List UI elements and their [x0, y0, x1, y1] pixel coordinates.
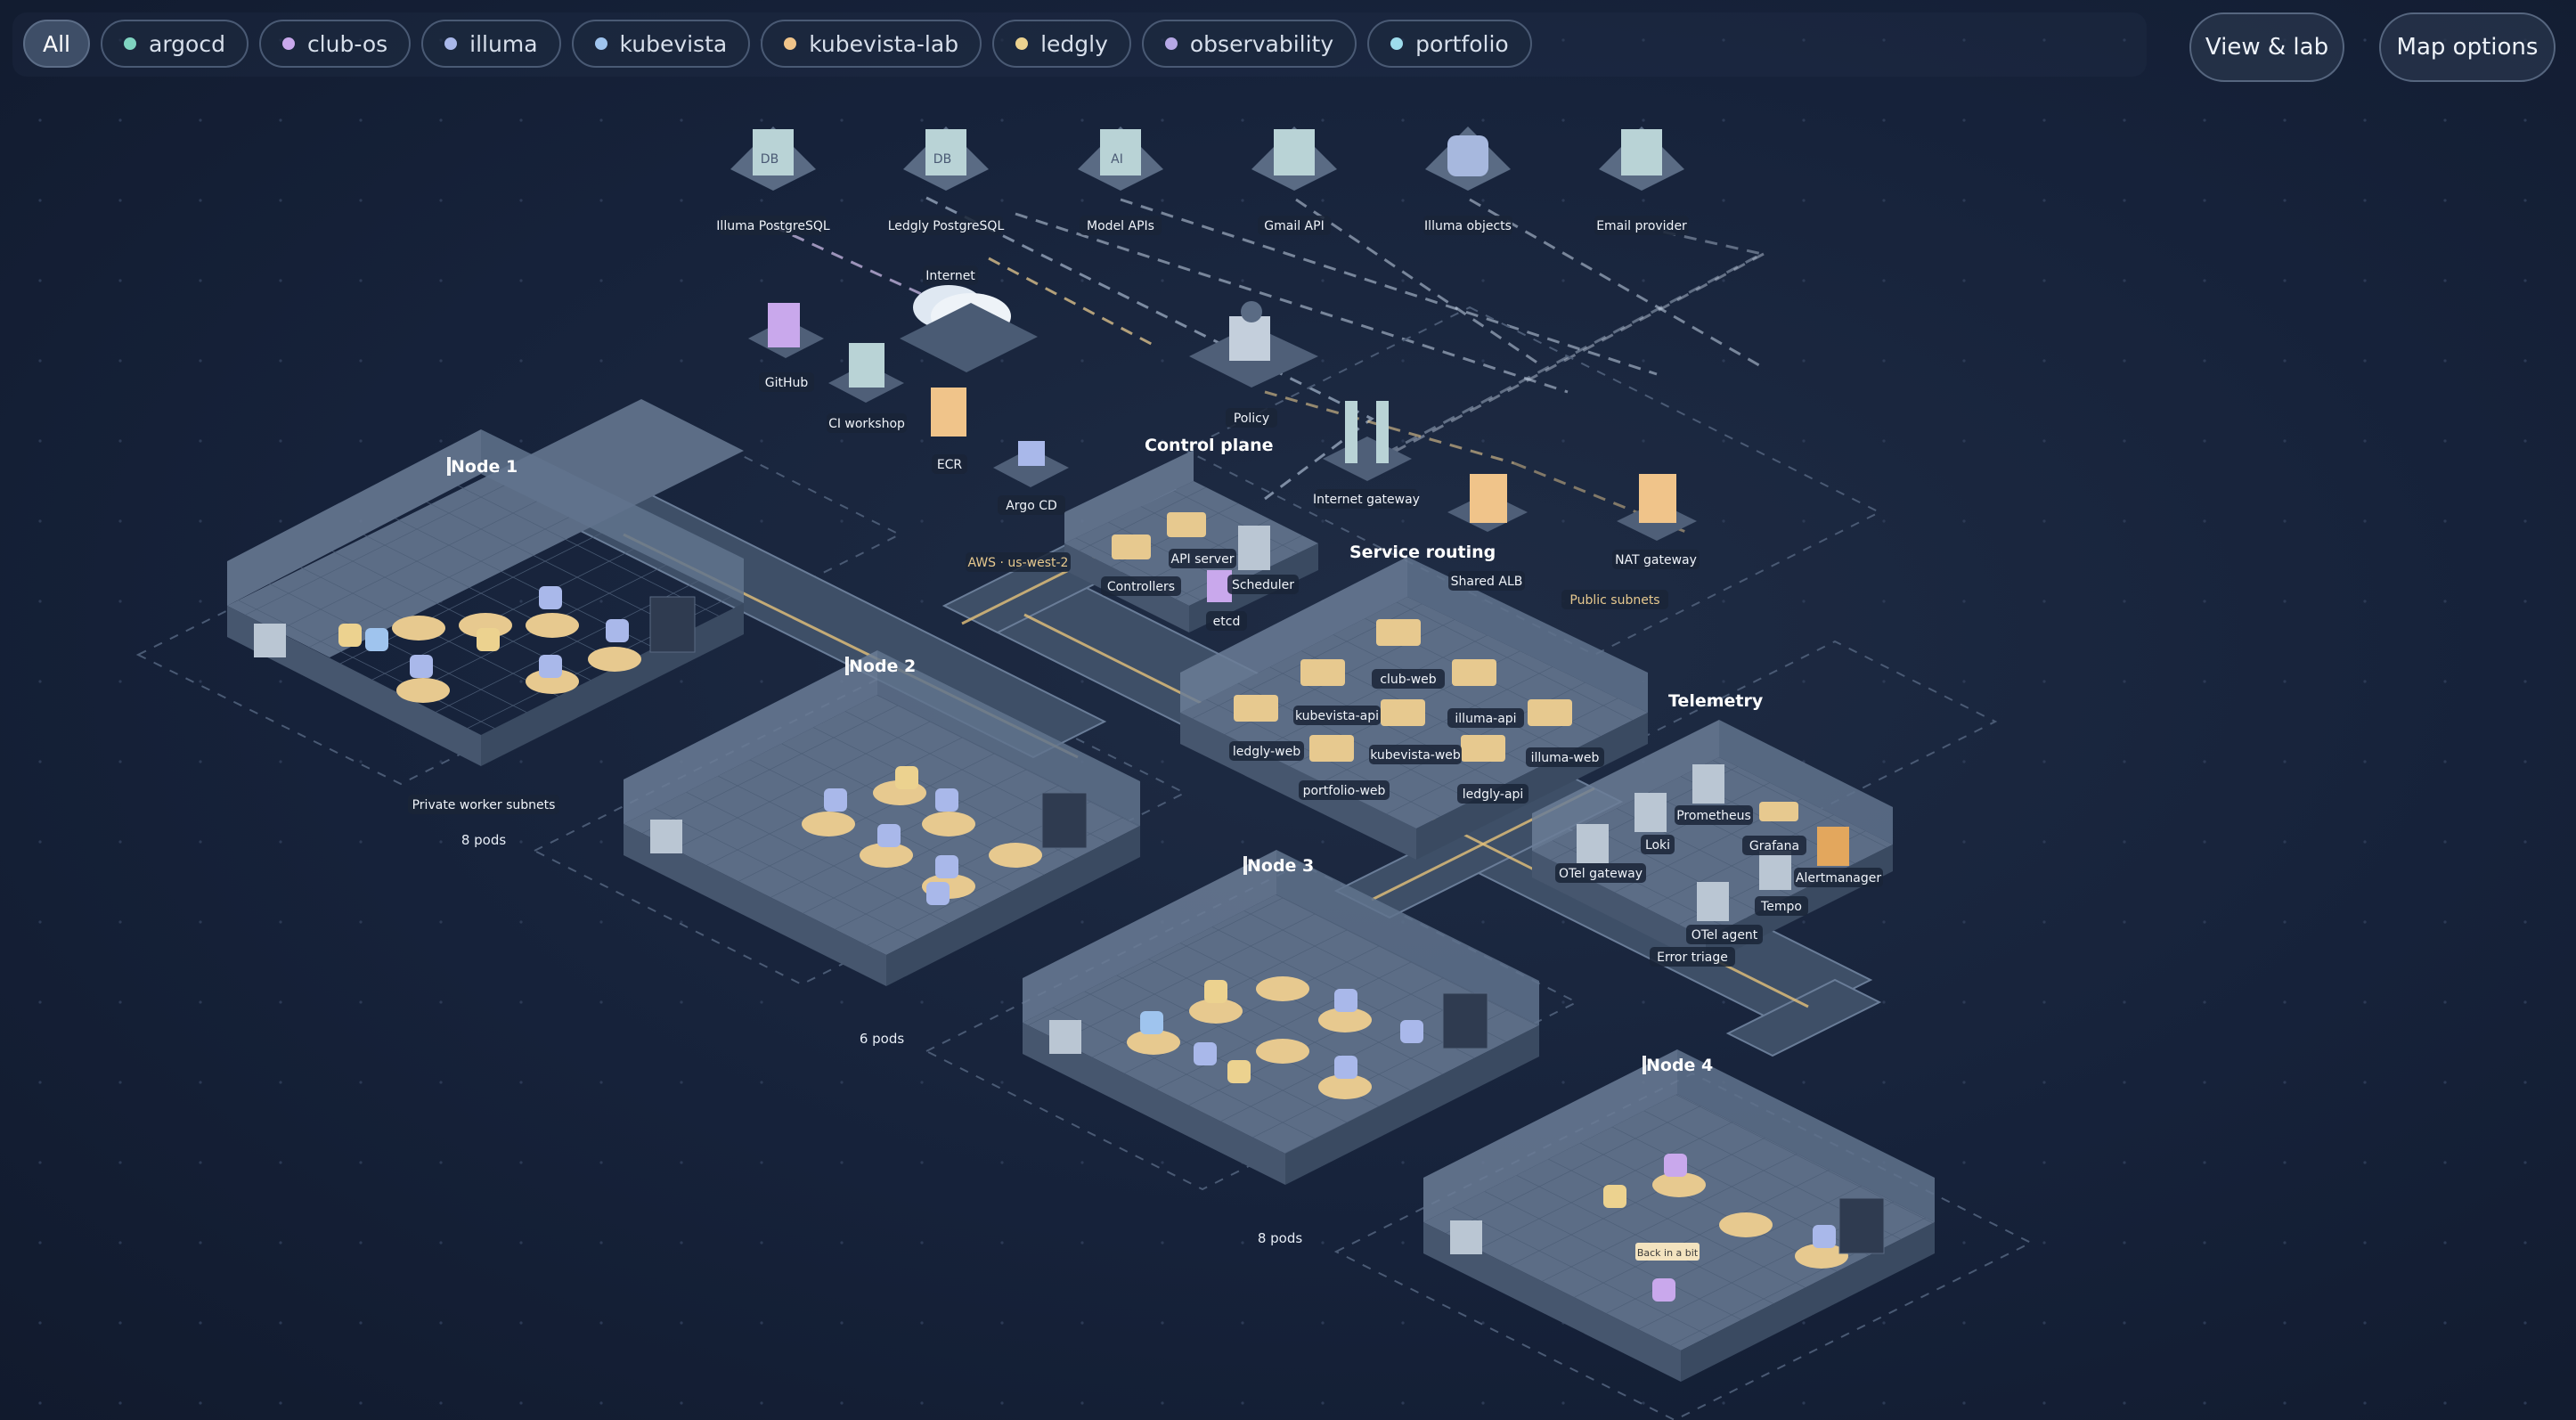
service-desks	[1234, 619, 1572, 762]
filter-portfolio[interactable]: portfolio	[1367, 20, 1532, 68]
node-1-pods	[254, 586, 696, 703]
otel-agent-label: OTel agent	[1692, 928, 1758, 943]
filter-kubevista-lab[interactable]: kubevista-lab	[761, 20, 982, 68]
service-ledgly-web: ledgly-web	[1233, 745, 1300, 759]
public-subnets-label: Public subnets	[1569, 593, 1659, 608]
service-ledgly-api: ledgly-api	[1463, 788, 1524, 802]
node-3-pods-count: 8 pods	[1258, 1230, 1303, 1246]
service-routing-title: Service routing	[1349, 543, 1496, 562]
icon-glyphs: DB DB AI	[761, 152, 1123, 167]
nat-gateway-label: NAT gateway	[1615, 553, 1697, 567]
view-lab-button[interactable]: View & lab	[2189, 12, 2344, 82]
illuma-dot	[444, 37, 458, 50]
node-2-pods-count: 6 pods	[860, 1031, 905, 1047]
map-options-button[interactable]: Map options	[2379, 12, 2556, 82]
illuma-postgresql-label: Illuma PostgreSQL	[716, 219, 830, 233]
telemetry-title: Telemetry	[1668, 691, 1764, 711]
node-2-pods	[650, 766, 1088, 905]
argocd-dot	[124, 37, 136, 50]
filter-argocd[interactable]: argocd	[101, 20, 249, 68]
node-title-bars	[447, 457, 1646, 1074]
node-1-title: Node 1	[451, 457, 518, 477]
ledgly-postgresql-label: Ledgly PostgreSQL	[888, 219, 1005, 233]
filter-kubevista[interactable]: kubevista	[571, 20, 751, 68]
policy-label: Policy	[1234, 412, 1269, 426]
control-plane-objects	[1112, 512, 1270, 602]
filter-observability[interactable]: observability	[1141, 20, 1357, 68]
model-apis-label: Model APIs	[1087, 219, 1154, 233]
otel-gateway-label: OTel gateway	[1559, 867, 1643, 881]
grafana-label: Grafana	[1749, 839, 1799, 853]
status-tooltip: Back in a bit	[1637, 1247, 1699, 1259]
telemetry-objects	[1577, 764, 1849, 921]
filter-all[interactable]: All	[23, 20, 90, 68]
private-subnets-label: Private worker subnets	[412, 798, 556, 812]
controllers-label: Controllers	[1107, 580, 1175, 594]
gmail-api-label: Gmail API	[1264, 219, 1324, 233]
external-service-icons	[730, 126, 1684, 191]
node-1-pods-count: 8 pods	[461, 832, 507, 848]
shared-alb-label: Shared ALB	[1451, 575, 1523, 589]
ci-workshop-label: CI workshop	[828, 417, 905, 431]
node-3-pods	[1049, 976, 1488, 1099]
node-3-room	[1023, 850, 1539, 1185]
observability-dot	[1164, 37, 1178, 50]
control-plane-title: Control plane	[1145, 436, 1274, 455]
node-4-pods	[1450, 1154, 1885, 1302]
service-illuma-web: illuma-web	[1531, 751, 1600, 765]
email-provider-label: Email provider	[1596, 219, 1687, 233]
aws-region-label: AWS · us-west-2	[968, 556, 1069, 570]
illuma-objects-label: Illuma objects	[1424, 219, 1512, 233]
ecr-label: ECR	[937, 458, 963, 472]
filter-club-os[interactable]: club-os	[258, 20, 412, 68]
service-kubevista-api: kubevista-api	[1295, 709, 1379, 723]
ledgly-dot	[1015, 37, 1029, 50]
kubevista-lab-dot	[784, 37, 797, 50]
error-triage-label: Error triage	[1657, 951, 1728, 965]
argo-cd-label: Argo CD	[1006, 499, 1057, 513]
kubevista-dot	[594, 37, 607, 50]
project-filter-chips: All argocd club-os illuma kubevista kube…	[23, 20, 1532, 68]
internet-label: Internet	[925, 269, 975, 283]
external-routes	[772, 196, 1766, 536]
filter-ledgly[interactable]: ledgly	[992, 20, 1131, 68]
api-server-label: API server	[1171, 552, 1235, 567]
infra-icons	[748, 285, 1697, 541]
alertmanager-label: Alertmanager	[1796, 871, 1881, 885]
loki-label: Loki	[1645, 838, 1670, 853]
service-portfolio-web: portfolio-web	[1303, 784, 1386, 798]
portfolio-dot	[1390, 37, 1404, 50]
scheduler-label: Scheduler	[1232, 578, 1294, 592]
prometheus-label: Prometheus	[1676, 809, 1751, 823]
github-label: GitHub	[765, 376, 809, 390]
etcd-label: etcd	[1213, 615, 1241, 629]
node-3-title: Node 3	[1247, 856, 1314, 876]
service-kubevista-web: kubevista-web	[1370, 748, 1461, 763]
internet-gateway-label: Internet gateway	[1313, 493, 1420, 507]
svg-text:AI: AI	[1111, 152, 1123, 167]
small-labels: Illuma PostgreSQL Ledgly PostgreSQL Mode…	[408, 216, 1883, 1261]
node-2-title: Node 2	[849, 657, 916, 676]
node-4-room	[1423, 1049, 1935, 1382]
club-os-dot	[281, 37, 295, 50]
service-club-web: club-web	[1380, 673, 1436, 687]
service-illuma-api: illuma-api	[1455, 712, 1516, 726]
svg-text:DB: DB	[761, 152, 779, 167]
svg-text:DB: DB	[933, 152, 951, 167]
tempo-label: Tempo	[1760, 900, 1802, 914]
node-4-title: Node 4	[1646, 1056, 1713, 1075]
filter-illuma[interactable]: illuma	[421, 20, 561, 68]
